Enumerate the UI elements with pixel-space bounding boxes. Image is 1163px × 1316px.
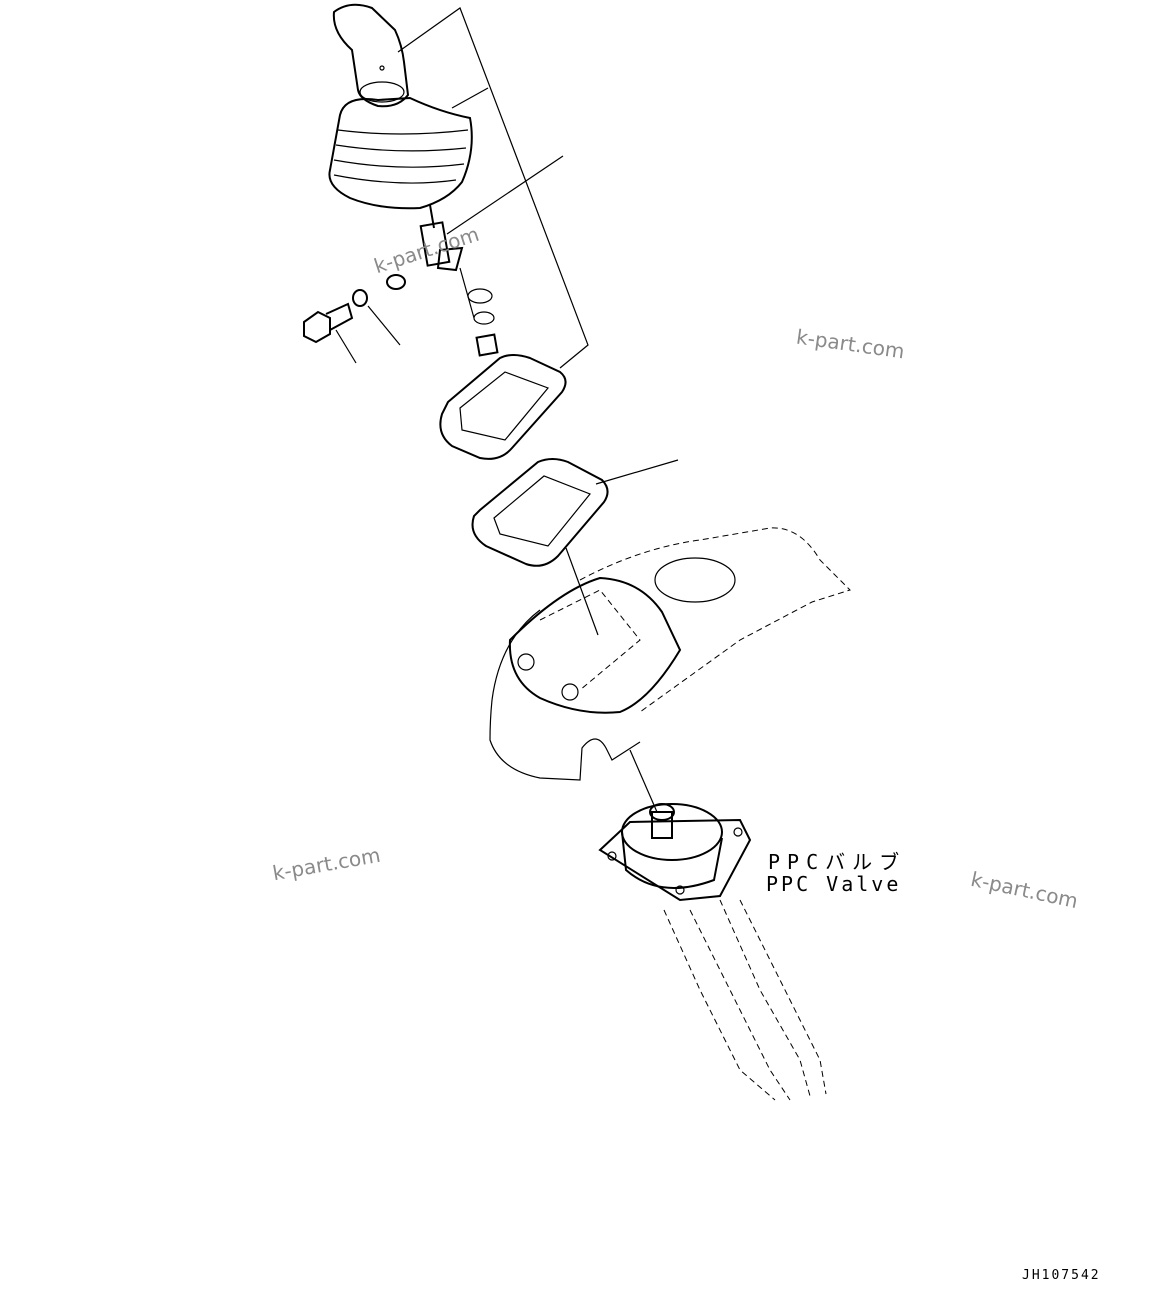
leader-lines — [335, 7, 679, 813]
ppc-valve — [598, 803, 827, 1101]
lever-grip — [332, 3, 410, 108]
ppc-valve-label-en: PPC Valve — [766, 872, 902, 896]
cover-plate — [439, 354, 567, 460]
lever-shaft — [419, 204, 499, 357]
lever-boot — [328, 96, 473, 210]
ppc-valve-label-jp: PPCバルブ — [768, 850, 907, 874]
console-panel — [489, 527, 851, 781]
drawing-number: JH107542 — [1022, 1268, 1101, 1283]
bolt-and-washers — [303, 274, 406, 344]
gasket — [471, 458, 609, 567]
